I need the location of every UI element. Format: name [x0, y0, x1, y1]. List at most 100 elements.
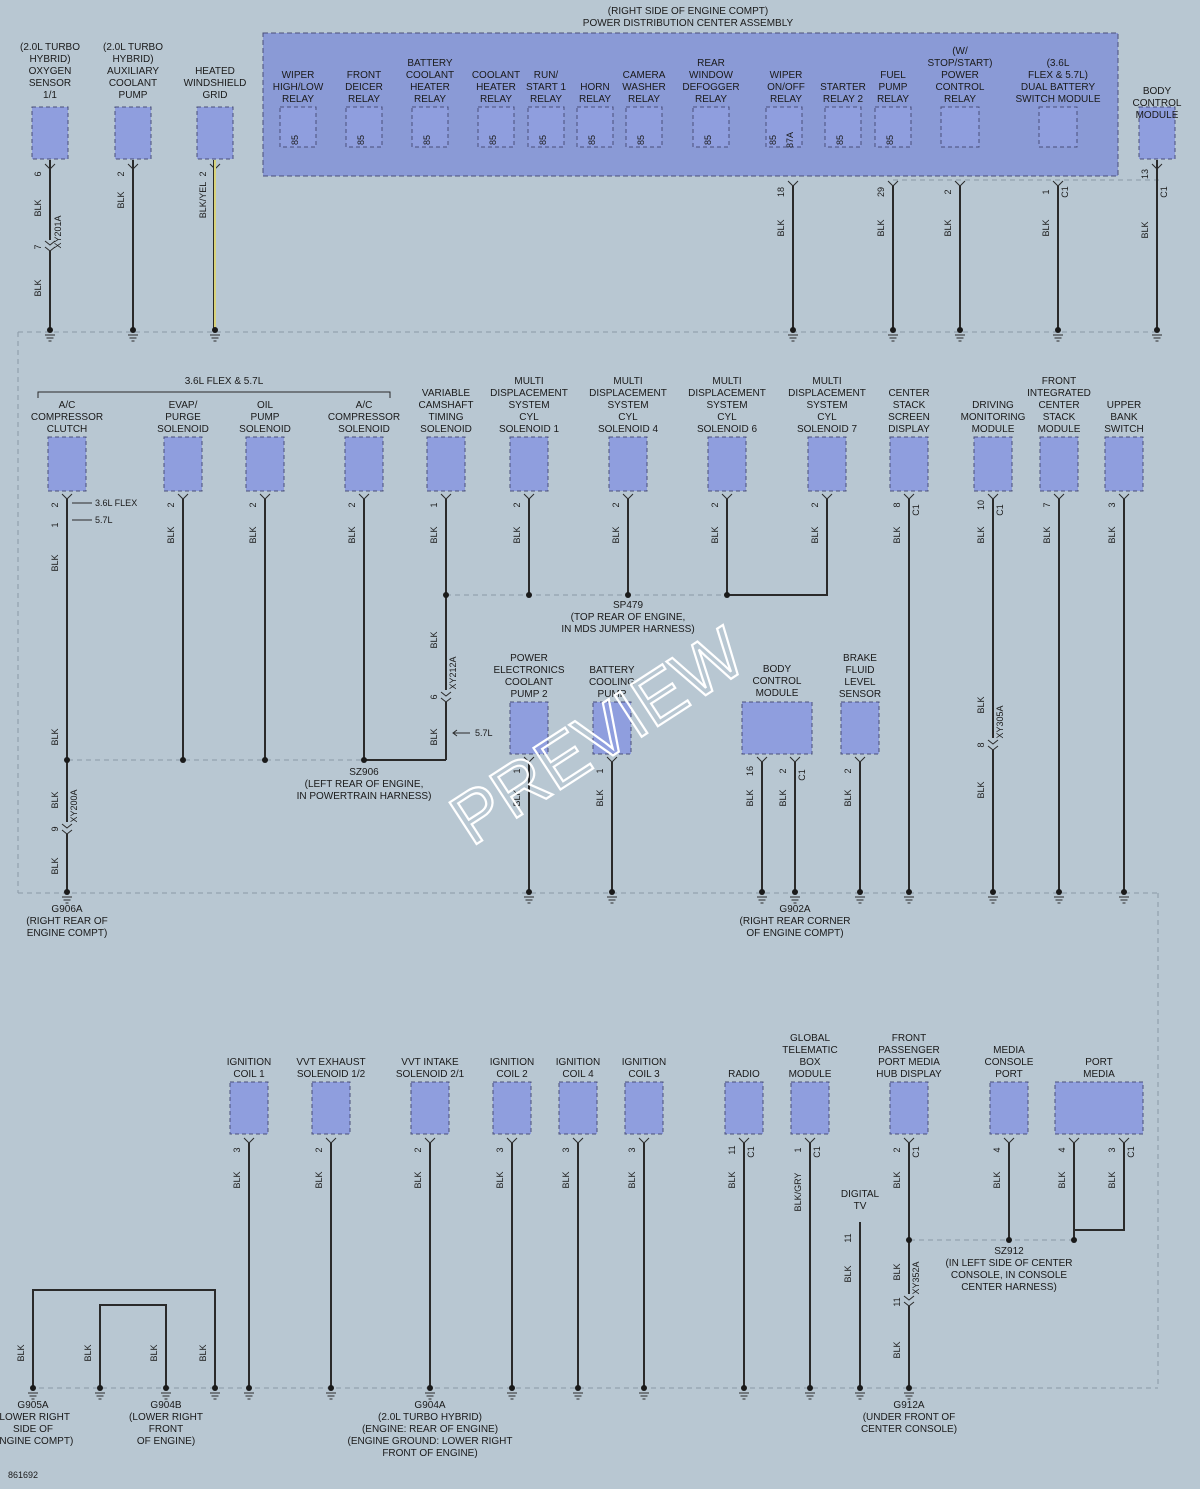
- component-label: BOX: [799, 1057, 820, 1068]
- inline-connector: [903, 1295, 915, 1301]
- inline-connector: [987, 745, 999, 751]
- pin-number: 2: [198, 171, 208, 176]
- component-label: MULTI: [812, 376, 841, 387]
- pin-number: 18: [776, 187, 786, 197]
- component-label: DISPLACEMENT: [788, 388, 866, 399]
- relay-label: HORN: [580, 82, 609, 93]
- wire: [1074, 1143, 1125, 1231]
- wire-color: BLK: [248, 526, 258, 543]
- connector-mark: [572, 1137, 584, 1144]
- component-label: A/C: [356, 400, 373, 411]
- wire-color: BLK: [976, 526, 986, 543]
- component-box: [492, 1081, 532, 1135]
- wire-color: BLK/GRY: [793, 1173, 803, 1212]
- relay-label: STOP/START): [927, 58, 992, 69]
- connector-id: C1: [1126, 1146, 1136, 1158]
- ground-location: ENGINE COMPT): [0, 1436, 73, 1447]
- component-label: FLUID: [846, 665, 875, 676]
- wire-color: BLK: [778, 789, 788, 806]
- component-label: MEDIA: [1083, 1069, 1115, 1080]
- wire-color: BLK: [1042, 526, 1052, 543]
- component-label: CONTROL: [1133, 98, 1182, 109]
- pin-number: 85: [356, 135, 366, 145]
- wire-color: BLK: [843, 1265, 853, 1282]
- component-box: [592, 701, 632, 755]
- connector-mark: [1118, 493, 1130, 500]
- component-label: (2.0L TURBO: [20, 42, 80, 53]
- ground-point: [807, 1385, 813, 1391]
- pin-number: 7: [33, 244, 43, 249]
- ground-point: [741, 1385, 747, 1391]
- pin-number: 2: [943, 189, 953, 194]
- ground-location: (UNDER FRONT OF: [863, 1412, 956, 1423]
- component-label: SOLENOID: [157, 424, 209, 435]
- wire-color: BLK: [16, 1344, 26, 1361]
- connector-mark: [804, 1137, 816, 1144]
- pin-number: 2: [50, 502, 60, 507]
- ground-location: FRONT: [149, 1424, 183, 1435]
- connector-mark: [440, 493, 452, 500]
- pin-number: 3: [1107, 1147, 1117, 1152]
- relay-label: COOLANT: [406, 70, 454, 81]
- ground-point: [790, 327, 796, 333]
- connector-id: C1: [911, 504, 921, 516]
- ground-point: [509, 1385, 515, 1391]
- inline-connector: [903, 1301, 915, 1307]
- inline-connector-id: XY305A: [995, 705, 1005, 738]
- wire-color: BLK: [33, 199, 43, 216]
- pin-number: 85: [768, 135, 778, 145]
- component-label: SENSOR: [839, 689, 881, 700]
- pin-number: 85: [885, 135, 895, 145]
- pin-number: 2: [843, 768, 853, 773]
- inline-connector-id: XY201A: [53, 215, 63, 248]
- ground-location: (LOWER RIGHT: [129, 1412, 203, 1423]
- component-label: SYSTEM: [806, 400, 847, 411]
- component-label: VVT EXHAUST: [296, 1057, 365, 1068]
- component-box: [509, 701, 549, 755]
- component-box: [558, 1081, 598, 1135]
- connector-mark: [887, 180, 899, 187]
- ground-point: [759, 889, 765, 895]
- engine-note: 3.6L FLEX & 5.7L: [185, 376, 264, 387]
- pin-number: 4: [1057, 1147, 1067, 1152]
- relay-label: RELAY: [770, 94, 802, 105]
- pin-number: 1: [512, 768, 522, 773]
- inline-connector-id: XY352A: [911, 1261, 921, 1294]
- ground-point: [1056, 889, 1062, 895]
- pin-number: 8: [976, 742, 986, 747]
- engine-note: 3.6L FLEX: [95, 498, 137, 508]
- component-label: PORT: [995, 1069, 1023, 1080]
- component-label: A/C: [59, 400, 76, 411]
- pin-number: 3: [1107, 502, 1117, 507]
- connector-mark: [821, 493, 833, 500]
- component-label: IGNITION: [490, 1057, 534, 1068]
- splice-dot: [262, 757, 268, 763]
- component-label: SOLENOID 1: [499, 424, 559, 435]
- component-label: COOLANT: [109, 78, 157, 89]
- wire-color: BLK: [976, 696, 986, 713]
- pin-number: 1: [1041, 189, 1051, 194]
- pin-number: 2: [347, 502, 357, 507]
- component-box: [989, 1081, 1029, 1135]
- connector-mark: [1118, 1137, 1130, 1144]
- component-label: CONSOLE: [985, 1057, 1034, 1068]
- component-label: MULTI: [712, 376, 741, 387]
- component-label: DISPLACEMENT: [589, 388, 667, 399]
- wire-color: BLK: [727, 1171, 737, 1188]
- component-box: [840, 701, 880, 755]
- connector-mark: [1053, 493, 1065, 500]
- ground-point: [906, 889, 912, 895]
- connector-mark: [738, 1137, 750, 1144]
- component-label: HUB DISPLAY: [876, 1069, 942, 1080]
- wire-color: BLK: [876, 219, 886, 236]
- pin-number: 2: [710, 502, 720, 507]
- wire-color: BLK: [810, 526, 820, 543]
- pin-number: 11: [727, 1145, 737, 1154]
- pin-number: 3: [232, 1147, 242, 1152]
- pin-number: 85: [703, 135, 713, 145]
- component-label: UPPER: [1107, 400, 1141, 411]
- component-box: [1104, 436, 1144, 492]
- component-label: SWITCH: [1104, 424, 1143, 435]
- component-label: WINDSHIELD: [184, 78, 247, 89]
